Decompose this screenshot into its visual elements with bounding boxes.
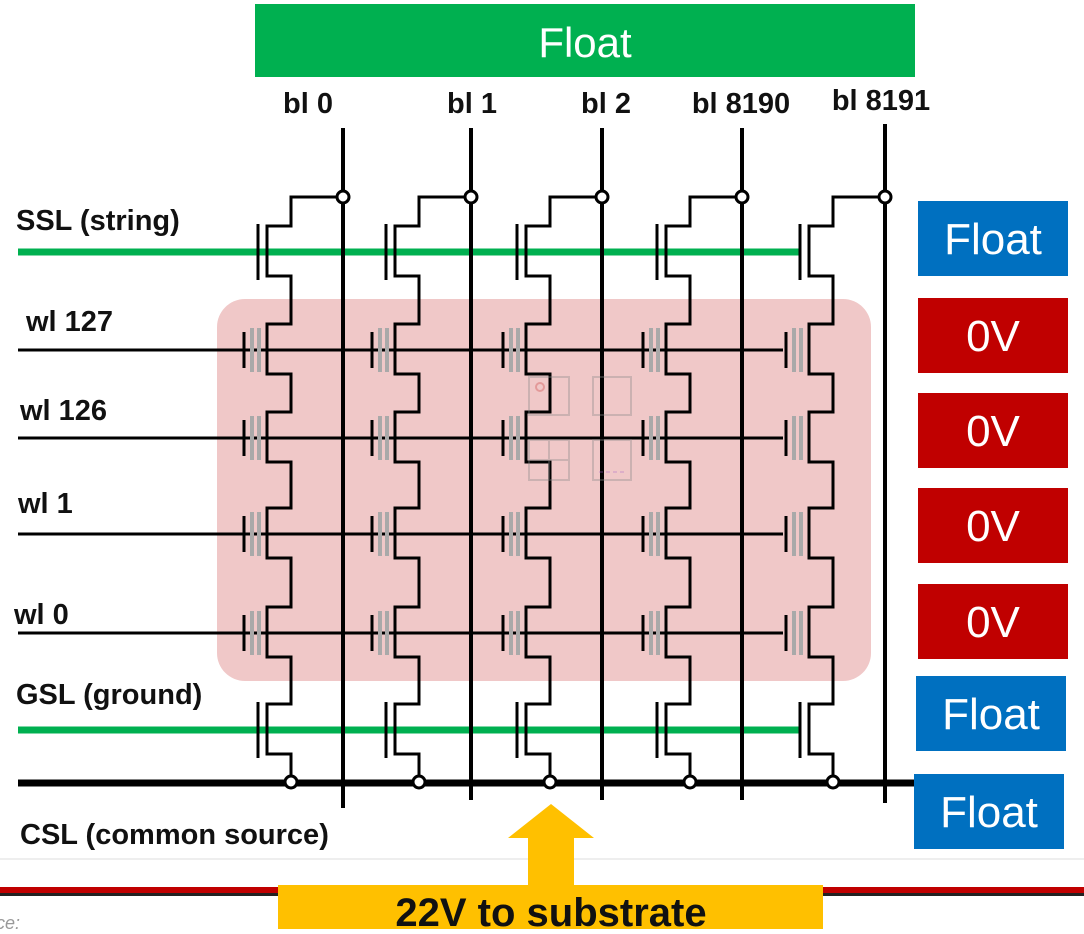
csl-label: CSL (common source): [20, 819, 329, 851]
source-contact-4: [825, 774, 841, 790]
bitline-label-1: bl 1: [447, 88, 497, 120]
string-drain-2: [548, 195, 602, 218]
gsl-voltage-box: [916, 676, 1066, 751]
top-banner-text: Float: [538, 19, 632, 66]
string-channel-3: [664, 218, 692, 782]
video-placeholder-icon: [592, 439, 632, 481]
string-channel-0: [265, 218, 293, 782]
right-voltage-boxes: Float 0V 0V 0V 0V Float Float: [914, 201, 1068, 849]
wl127-voltage-box: [918, 298, 1068, 373]
string-drain-0: [289, 195, 343, 218]
top-float-banner: [255, 4, 915, 77]
wl127-voltage-text: 0V: [966, 312, 1020, 361]
erase-block-highlight: [217, 299, 871, 681]
csl-voltage-box: [914, 774, 1064, 849]
gsl-label: GSL (ground): [16, 679, 202, 711]
wordline-label-0: wl 0: [13, 599, 69, 631]
wl0-voltage-text: 0V: [966, 598, 1020, 647]
ssl-voltage-text: Float: [944, 215, 1042, 264]
table-placeholder-icon: [528, 439, 570, 481]
wl1-voltage-box: [918, 488, 1068, 563]
image-placeholder-dot: [535, 382, 545, 392]
wl0-voltage-box: [918, 584, 1068, 659]
string-drain-4: [831, 195, 885, 218]
bitline-label-2: bl 2: [581, 88, 631, 120]
source-contact-2: [542, 774, 558, 790]
string-channel-2: [524, 218, 552, 782]
wl126-voltage-box: [918, 393, 1068, 468]
contact-bl2: [594, 189, 610, 205]
substrate-label-text: 22V to substrate: [395, 891, 706, 929]
wl1-voltage-text: 0V: [966, 502, 1020, 551]
chart-placeholder-icon: [592, 376, 632, 416]
bitline-label-0: bl 0: [283, 88, 333, 120]
string-drain-3: [688, 195, 742, 218]
wordline-label-1: wl 1: [17, 488, 73, 520]
csl-voltage-text: Float: [940, 788, 1038, 837]
bitline-label-8190: bl 8190: [692, 88, 790, 120]
source-contact-3: [682, 774, 698, 790]
wordline-label-126: wl 126: [19, 395, 107, 427]
wl126-voltage-text: 0V: [966, 407, 1020, 456]
gsl-voltage-text: Float: [942, 690, 1040, 739]
ssl-label: SSL (string): [16, 205, 180, 237]
contact-bl8190: [734, 189, 750, 205]
ssl-voltage-box: [918, 201, 1068, 276]
substrate-label-box: [278, 885, 823, 933]
contact-bl8191: [877, 189, 893, 205]
nand-strings: [242, 195, 885, 782]
string-channel-4: [807, 218, 835, 782]
placeholder-icons: [528, 376, 632, 481]
substrate-arrow-icon: [508, 804, 594, 889]
footer-source-text: ce:: [0, 913, 20, 929]
contact-bl0: [335, 189, 351, 205]
wordline-label-127: wl 127: [25, 306, 113, 338]
string-channel-1: [393, 218, 421, 782]
image-placeholder-icon: [528, 376, 570, 416]
string-drain-1: [417, 195, 471, 218]
bitline-contacts: [335, 189, 893, 205]
source-contact-0: [283, 774, 299, 790]
bitline-label-8191: bl 8191: [832, 85, 930, 117]
contact-bl1: [463, 189, 479, 205]
source-contacts: [283, 774, 841, 790]
source-contact-1: [411, 774, 427, 790]
